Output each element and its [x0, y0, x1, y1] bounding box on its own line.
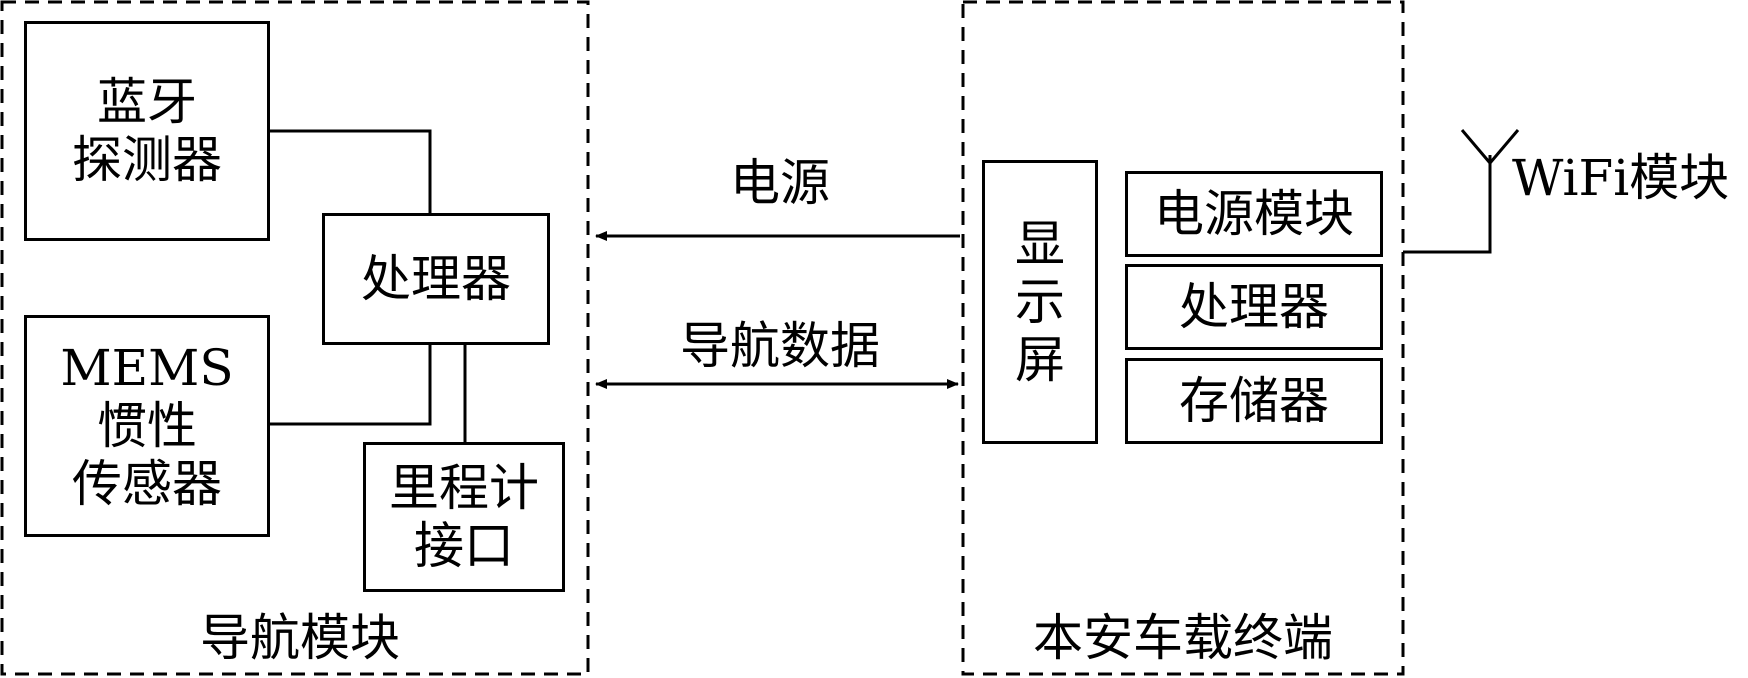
- power-module-box: 电源模块: [1125, 171, 1383, 257]
- mems-sensor-label: MEMS 惯性 传感器: [60, 339, 234, 513]
- power-module-label: 电源模块: [1154, 185, 1354, 243]
- terminal-border: [961, 0, 1405, 676]
- nav-module-border: [0, 0, 590, 676]
- nav-module-title: 导航模块: [200, 609, 400, 667]
- bluetooth-detector-label: 蓝牙 探测器: [72, 73, 222, 189]
- display-screen-box: 显 示 屏: [982, 160, 1098, 444]
- odometer-interface-box: 里程计 接口: [363, 442, 565, 592]
- power-label: 电源: [730, 154, 830, 212]
- wifi-module-label: WiFi模块: [1512, 149, 1730, 207]
- nav-data-label: 导航数据: [680, 317, 880, 375]
- wifi-connector: [1403, 155, 1492, 254]
- display-screen-label: 显 示 屏: [1015, 215, 1065, 389]
- mems-sensor-box: MEMS 惯性 传感器: [24, 315, 270, 537]
- nav-processor-label: 处理器: [361, 250, 511, 308]
- bluetooth-connector: [270, 129, 432, 213]
- terminal-processor-box: 处理器: [1125, 264, 1383, 350]
- odometer-interface-label: 里程计 接口: [389, 459, 539, 575]
- terminal-processor-label: 处理器: [1179, 278, 1329, 336]
- terminal-title: 本安车载终端: [1033, 609, 1333, 667]
- storage-label: 存储器: [1179, 372, 1329, 430]
- bluetooth-detector-box: 蓝牙 探测器: [24, 21, 270, 241]
- mems-connector: [270, 345, 432, 426]
- storage-box: 存储器: [1125, 358, 1383, 444]
- nav-processor-box: 处理器: [322, 213, 550, 345]
- antenna-icon: [1460, 129, 1520, 166]
